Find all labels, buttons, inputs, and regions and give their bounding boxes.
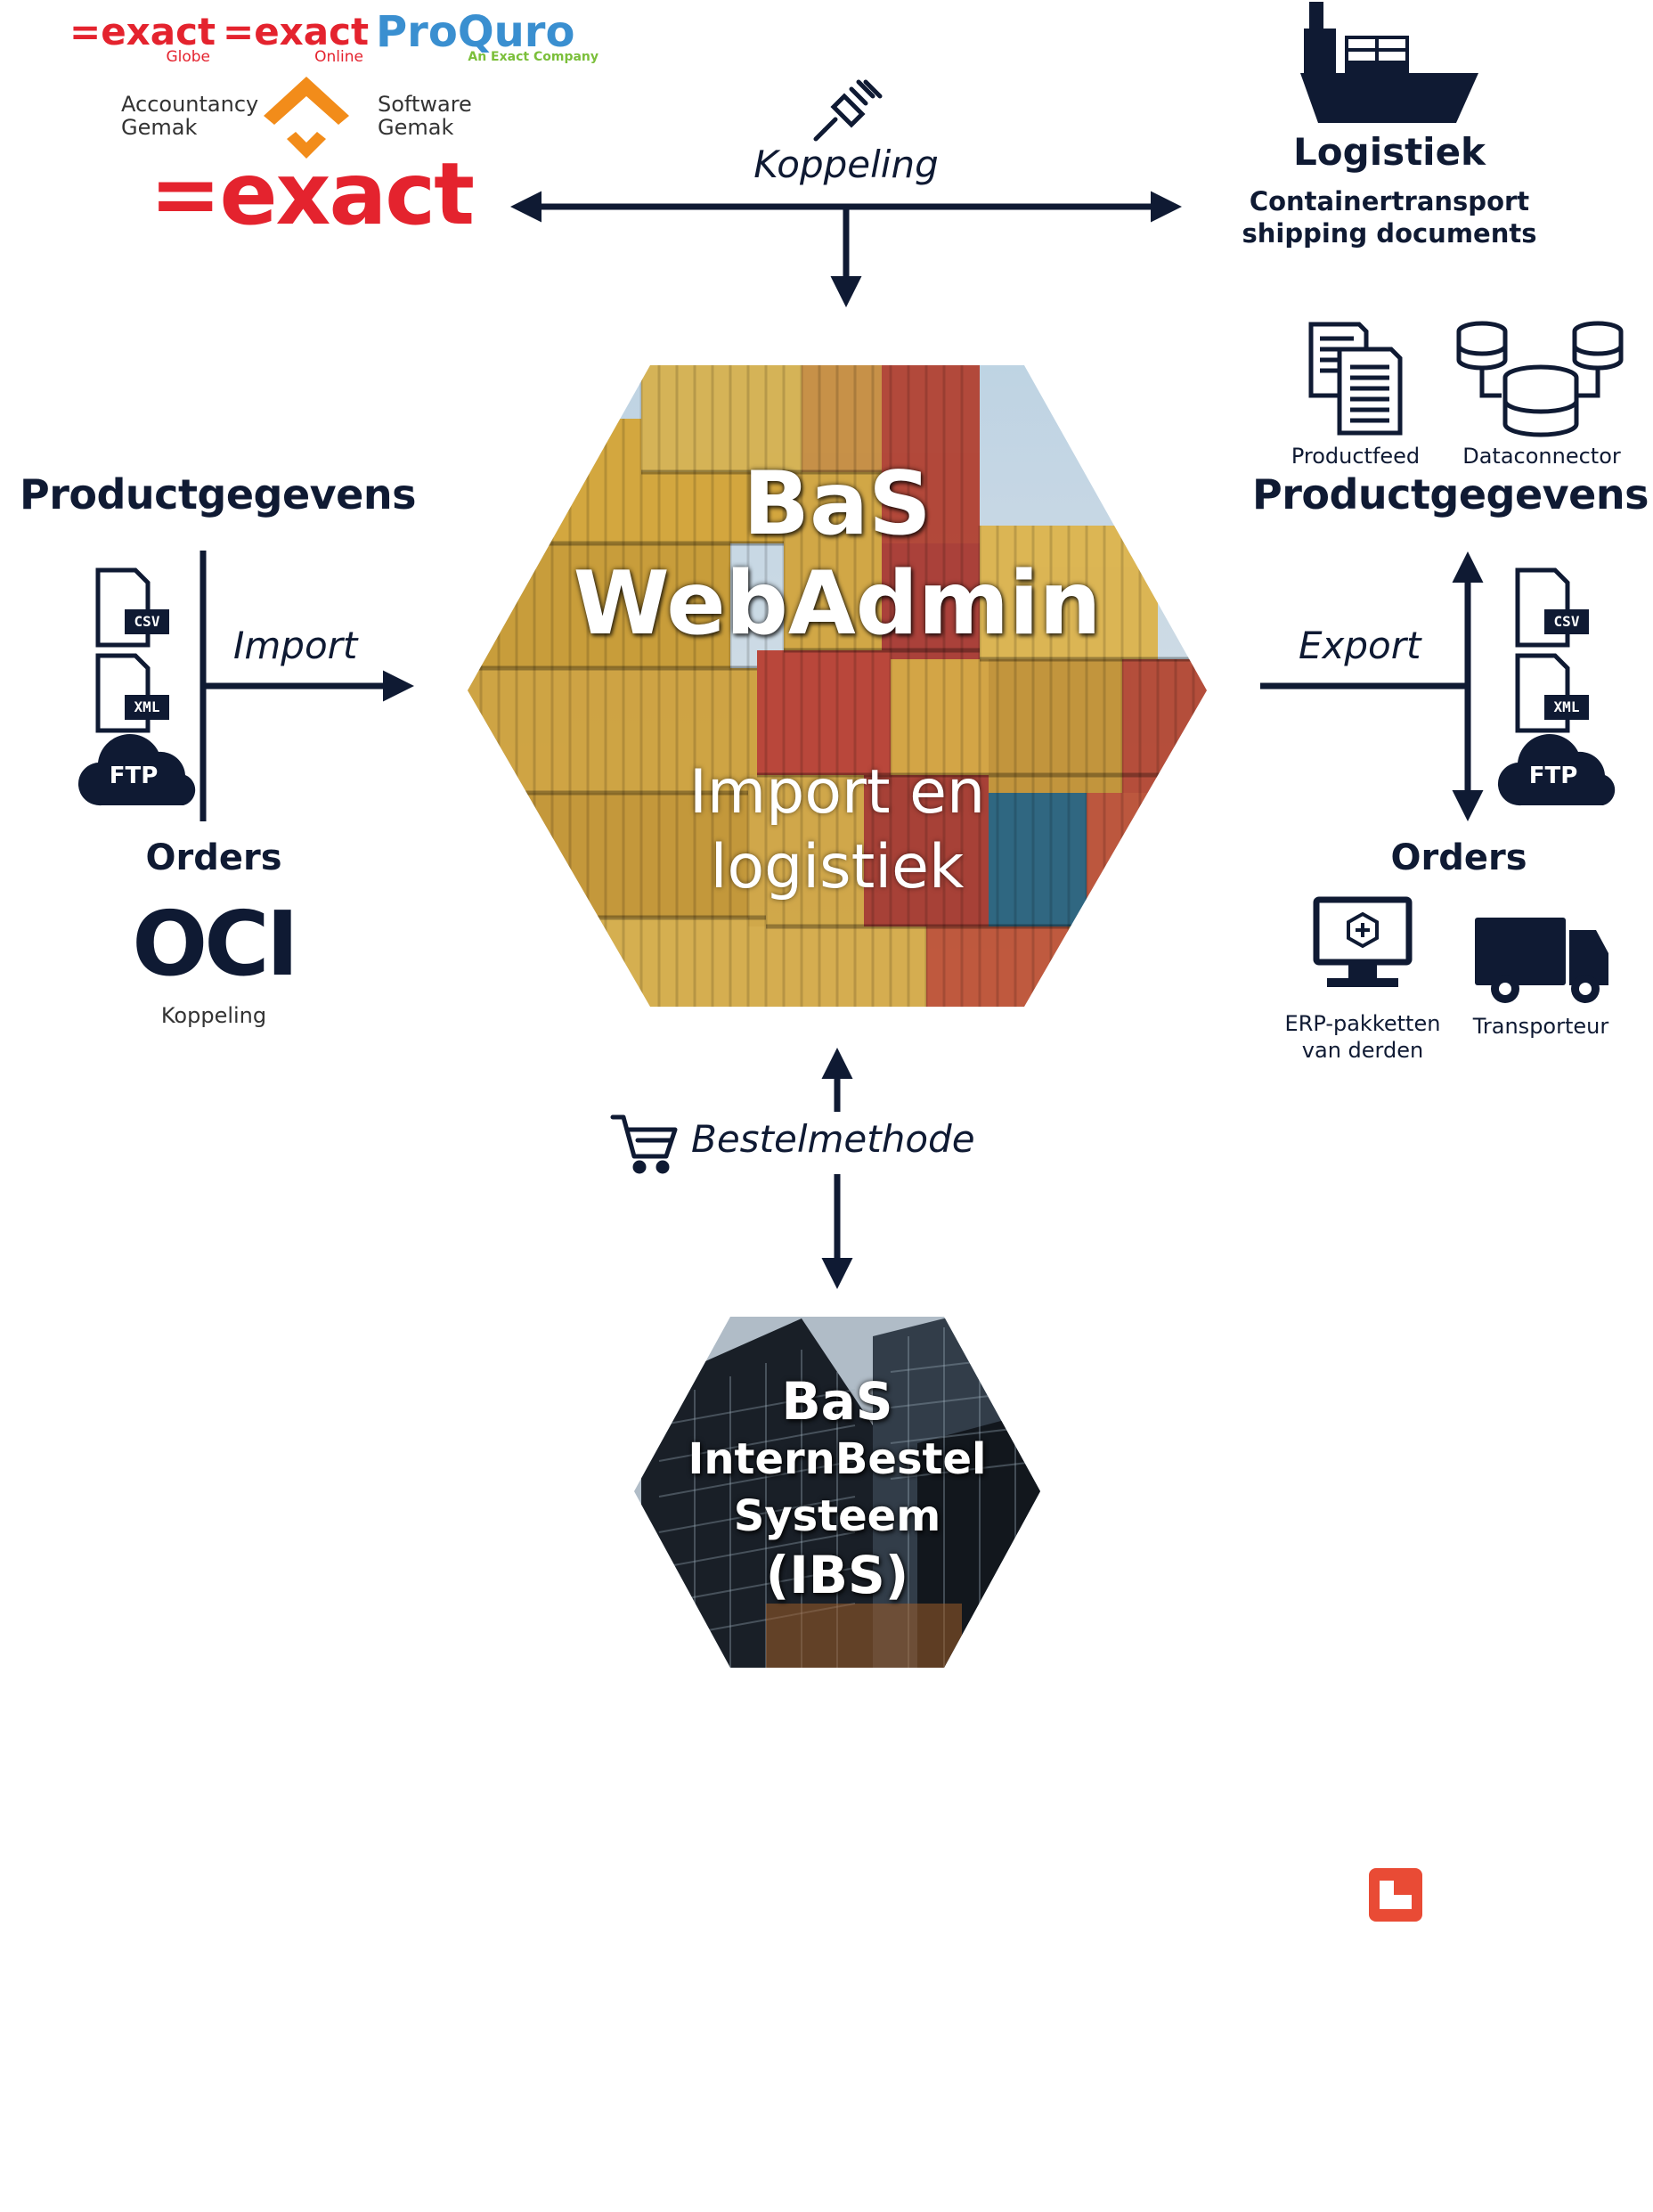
import-arrows [200, 551, 414, 821]
webadmin-title: BaS WebAdmin [472, 454, 1202, 654]
logistiek-title: Logistiek [1293, 130, 1486, 174]
ship-icon [1300, 2, 1478, 123]
ftp-cloud-icon-right [1497, 734, 1616, 806]
software-gemak-label: Software Gemak [378, 92, 472, 140]
proquro-logo: ProQuro An Exact Company [376, 9, 598, 64]
left-xml-tag: XML [134, 698, 160, 715]
plug-icon [813, 79, 883, 142]
ibs-title-line1: BaS [781, 1371, 893, 1432]
exact-main-logo: =exact [150, 144, 475, 244]
erp-monitor-icon [1313, 896, 1413, 987]
shopping-cart-icon [610, 1114, 678, 1174]
koppeling-arrows [510, 191, 1182, 307]
ibs-hexagon [634, 1317, 1040, 1668]
xml-file-icon-left [95, 653, 169, 733]
webadmin-title-line2: WebAdmin [573, 553, 1102, 655]
truck-icon [1475, 918, 1608, 1003]
export-label: Export [1299, 624, 1421, 667]
left-orders-heading: Orders [145, 837, 282, 878]
ibs-title-line3: Systeem [733, 1491, 941, 1541]
oci-koppeling-label: Koppeling [160, 1003, 267, 1028]
left-ftp-tag: FTP [109, 763, 159, 789]
right-csv-tag: CSV [1553, 613, 1580, 630]
webadmin-subtitle: Import en logistiek [472, 755, 1202, 905]
right-xml-tag: XML [1553, 698, 1580, 715]
webadmin-title-line1: BaS [743, 453, 932, 555]
right-orders-heading: Orders [1390, 837, 1527, 878]
webadmin-subtitle-line2: logistiek [710, 832, 965, 902]
export-arrows [1260, 551, 1484, 821]
productfeed-label: Productfeed [1291, 444, 1421, 469]
exact-globe-word: =exact [69, 10, 216, 53]
transporteur-label: Transporteur [1472, 1014, 1609, 1039]
exact-online-word: =exact [223, 10, 370, 53]
exact-online-logo: =exact Online [223, 10, 370, 67]
dataconnector-icon [1456, 321, 1624, 437]
bestelmethode-label: Bestelmethode [691, 1117, 975, 1161]
left-productgegevens-heading: Productgegevens [20, 470, 417, 518]
erp-label: ERP-pakketten van derden [1284, 1011, 1441, 1063]
exact-globe-logo: =exact Globe [69, 10, 216, 67]
webadmin-hexagon [468, 365, 1207, 1007]
exact-online-sub: Online [314, 48, 363, 66]
app-badge-icon [1369, 1868, 1422, 1922]
accountancy-gemak-label: Accountancy Gemak [121, 92, 259, 140]
csv-file-icon-left [95, 567, 169, 648]
csv-file-icon-right [1515, 567, 1589, 648]
import-label: Import [233, 624, 358, 667]
right-ftp-tag: FTP [1528, 763, 1578, 789]
ftp-cloud-icon-left [77, 734, 196, 806]
logistiek-line1: Containertransport [1249, 186, 1530, 216]
gemak-logo-icon [264, 77, 349, 159]
productfeed-icon [1308, 322, 1403, 436]
ibs-title-line4: (IBS) [765, 1545, 909, 1605]
logistiek-block: Logistiek Containertransport shipping do… [1211, 130, 1568, 249]
proquro-sub: An Exact Company [468, 50, 598, 64]
proquro-word: ProQuro [376, 7, 575, 57]
oci-logo: OCI [132, 892, 299, 996]
ibs-title: BaS InternBestel Systeem (IBS) [623, 1372, 1051, 1605]
left-csv-tag: CSV [134, 613, 160, 630]
xml-file-icon-right [1515, 653, 1589, 733]
ibs-title-line2: InternBestel [688, 1434, 987, 1484]
webadmin-subtitle-line1: Import en [688, 757, 986, 828]
koppeling-label: Koppeling [753, 143, 939, 186]
dataconnector-label: Dataconnector [1462, 444, 1621, 469]
logistiek-line2: shipping documents [1242, 218, 1537, 249]
exact-globe-sub: Globe [166, 48, 210, 66]
right-productgegevens-heading: Productgegevens [1252, 470, 1649, 518]
